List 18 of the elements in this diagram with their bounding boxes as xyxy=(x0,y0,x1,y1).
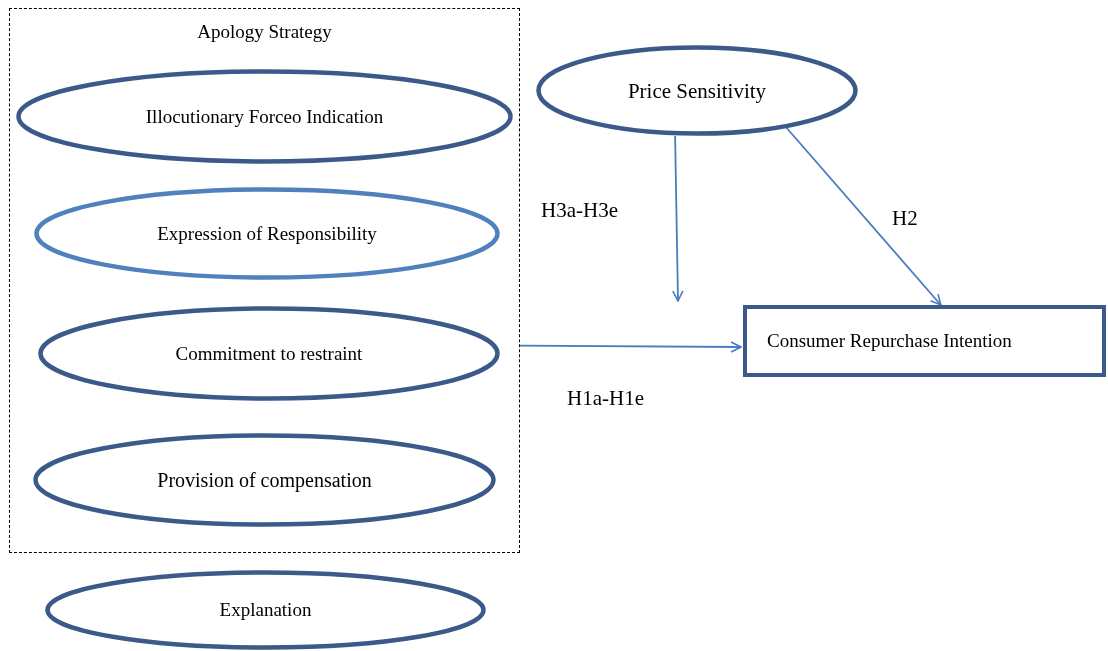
ellipse-node xyxy=(45,570,486,650)
node-label: Provision of compensation xyxy=(156,468,373,492)
node-label: Expression of Responsibility xyxy=(156,222,378,245)
process-box xyxy=(743,305,1106,377)
node-label: Commitment to restraint xyxy=(174,342,364,365)
arrow xyxy=(672,135,684,302)
ellipse-node xyxy=(33,433,496,527)
ellipse-node xyxy=(536,45,858,136)
group-box xyxy=(9,8,520,553)
node-label: Price Sensitivity xyxy=(626,78,768,103)
ellipse-node xyxy=(34,187,500,280)
arrow xyxy=(519,341,742,353)
group-heading: Apology Strategy xyxy=(196,21,333,43)
ellipse-node xyxy=(16,69,513,164)
node-label: Explanation xyxy=(218,599,313,621)
node-label: Consumer Repurchase Intention xyxy=(767,330,1013,352)
ellipse-node xyxy=(38,306,500,401)
node-label: Illocutionary Forceo Indication xyxy=(144,105,385,128)
